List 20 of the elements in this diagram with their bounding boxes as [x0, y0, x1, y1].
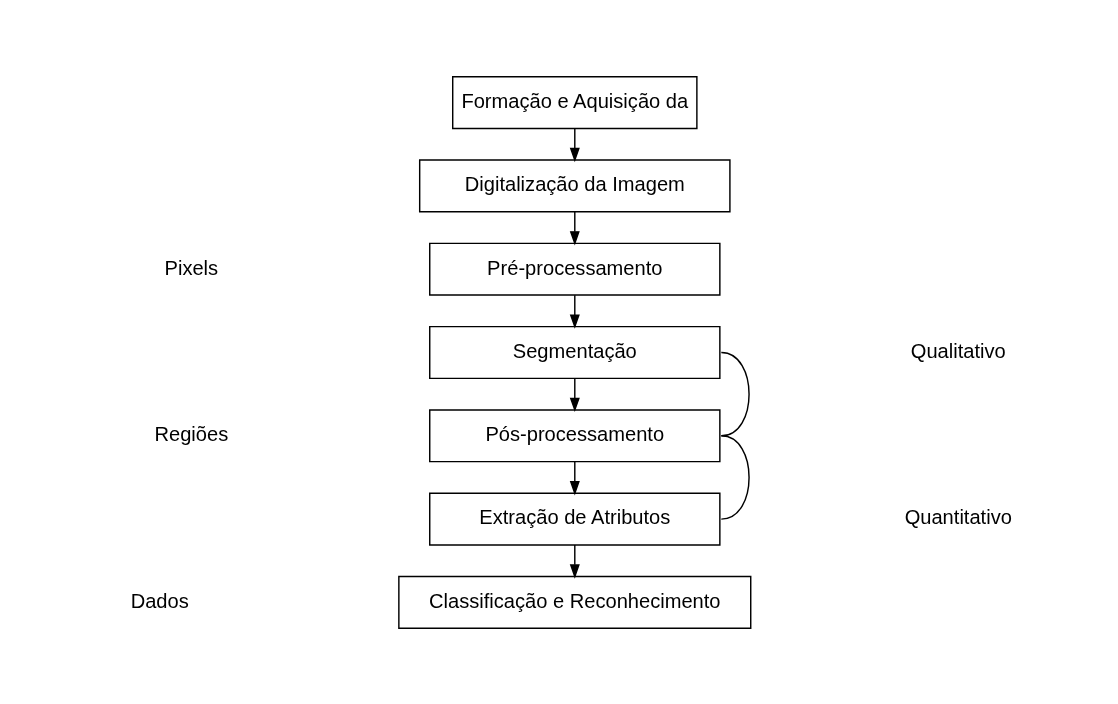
node-box: Formação e Aquisição da: [452, 75, 698, 129]
connector: [720, 434, 750, 520]
node-box: Pré-processamento: [429, 242, 721, 296]
node-box: Pós-processamento: [429, 408, 721, 462]
connector: [720, 351, 750, 437]
label: Pixels: [164, 256, 219, 279]
node-box: Digitalização da Imagem: [418, 158, 731, 212]
arrow: [569, 294, 580, 329]
arrow: [569, 377, 580, 412]
arrow: [569, 543, 580, 579]
arrow: [569, 127, 580, 162]
node-box: Segmentação: [429, 325, 721, 379]
arrow: [569, 210, 580, 246]
label: Dados: [130, 589, 189, 612]
node-box: Extração de Atributos: [429, 492, 721, 546]
label: Qualitativo: [910, 339, 1006, 362]
arrow: [569, 460, 580, 495]
label: Quantitativo: [904, 505, 1012, 528]
node-box: Classificação e Reconhecimento: [398, 575, 752, 629]
label: Regiões: [154, 422, 229, 445]
